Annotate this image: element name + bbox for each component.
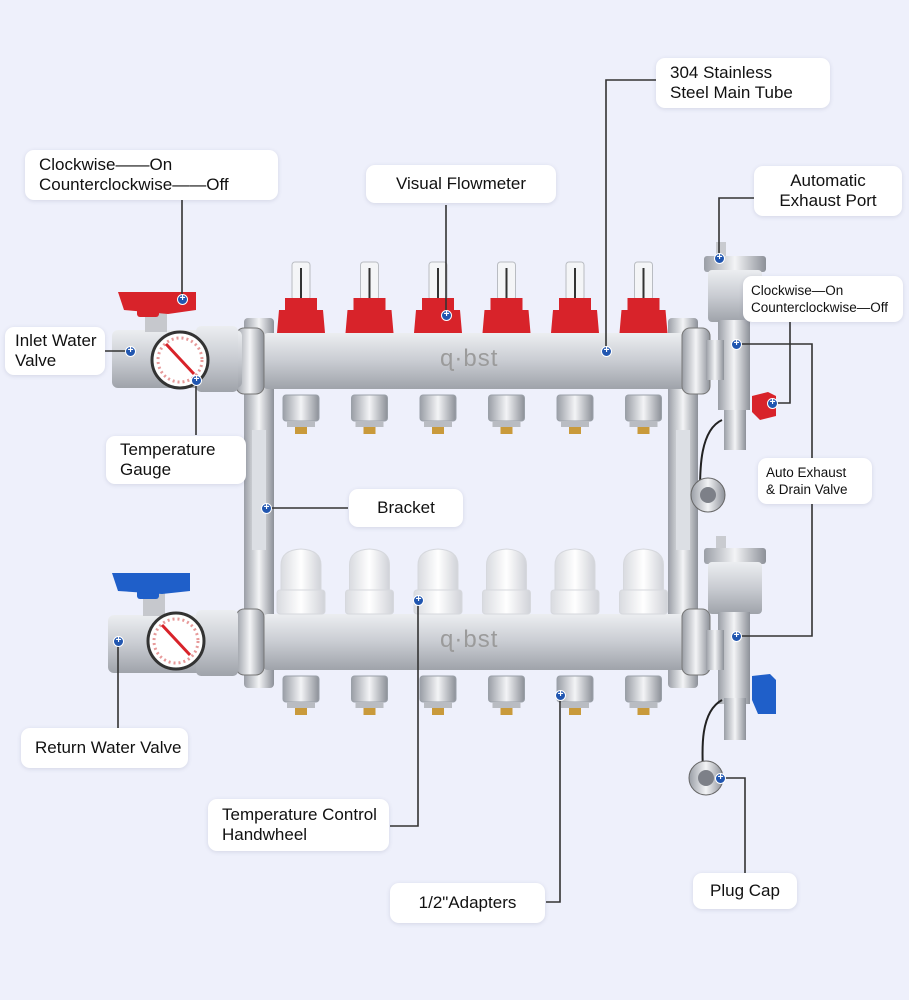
adapter-supply	[351, 394, 388, 434]
marker-icon-inlet-handle[interactable]: +	[177, 294, 188, 305]
marker-icon-flowmeter[interactable]: +	[441, 310, 452, 321]
label-adapters: 1/2"Adapters	[390, 883, 545, 923]
marker-icon-exhaust-port[interactable]: +	[714, 253, 725, 264]
brand-logo-return: ɋ·bst	[440, 626, 499, 653]
marker-icon-plug-cap[interactable]: +	[715, 773, 726, 784]
supply-main-tube	[262, 333, 692, 389]
bracket-left	[244, 318, 274, 688]
label-valve-rotation-right: Clockwise—On Counterclockwise—Off	[743, 276, 903, 322]
label-bracket: Bracket	[349, 489, 463, 527]
marker-icon-temperature-gauge[interactable]: +	[191, 375, 202, 386]
flowmeter	[619, 261, 668, 333]
marker-icon-handwheel[interactable]: +	[413, 595, 424, 606]
adapter-supply	[419, 394, 457, 434]
flowmeter	[414, 261, 462, 333]
label-line: Temperature	[120, 440, 216, 459]
adapter-return	[625, 675, 662, 715]
label-line: Steel Main Tube	[670, 83, 793, 102]
bracket-right	[668, 318, 698, 688]
marker-icon-bracket[interactable]: +	[261, 503, 272, 514]
label-line: Return Water Valve	[35, 738, 182, 757]
tube-clamps	[235, 327, 711, 676]
adapter-return	[282, 675, 320, 715]
label-main-tube: 304 Stainless Steel Main Tube	[656, 58, 830, 108]
return-main-tube	[262, 614, 692, 670]
marker-icon-exhaust-drain-top[interactable]: +	[731, 339, 742, 350]
label-auto-exhaust-drain: Auto Exhaust & Drain Valve	[758, 458, 872, 504]
label-line: Auto Exhaust	[766, 465, 847, 480]
adapter-return	[351, 675, 388, 715]
handwheel	[619, 548, 668, 615]
label-line: Visual Flowmeter	[395, 174, 527, 193]
label-line: Valve	[15, 351, 57, 370]
label-line: & Drain Valve	[766, 482, 848, 497]
adapter-supply	[282, 394, 320, 434]
label-line: Exhaust Port	[779, 191, 877, 210]
label-line: Temperature Control	[222, 805, 377, 824]
label-visual-flowmeter: Visual Flowmeter	[366, 165, 556, 203]
handwheel	[276, 548, 326, 615]
label-line: Counterclockwise——Off	[39, 175, 229, 194]
adapter-return	[488, 675, 525, 715]
marker-icon-exhaust-drain-bottom[interactable]: +	[731, 631, 742, 642]
label-line: Gauge	[120, 460, 172, 479]
marker-icon-drain-handle[interactable]: +	[767, 398, 778, 409]
label-temperature-gauge: Temperature Gauge	[106, 436, 246, 484]
label-line: Clockwise—On	[751, 283, 844, 298]
label-inlet-valve: Inlet Water Valve	[5, 327, 105, 375]
marker-icon-adapter[interactable]: +	[555, 690, 566, 701]
flowmeters	[277, 261, 668, 333]
handwheel	[413, 548, 463, 615]
adapter-supply	[625, 394, 662, 434]
label-line: Handwheel	[222, 825, 308, 844]
adapter-supply	[556, 394, 594, 434]
label-line: Counterclockwise—Off	[751, 300, 889, 315]
leader-lines	[104, 79, 813, 903]
marker-icon-return-valve[interactable]: +	[113, 636, 124, 647]
brand-logo-supply: ɋ·bst	[440, 345, 499, 372]
handwheels	[276, 548, 668, 615]
adapter-return	[419, 675, 457, 715]
adapter-return	[556, 675, 594, 715]
handwheel	[550, 548, 600, 615]
label-plug-cap: Plug Cap	[693, 873, 797, 909]
label-line: Inlet Water	[15, 331, 97, 350]
label-line: Bracket	[377, 498, 435, 517]
label-line: 304 Stainless	[670, 63, 773, 82]
marker-icon-main-tube[interactable]: +	[601, 346, 612, 357]
label-exhaust-port: Automatic Exhaust Port	[754, 166, 902, 216]
label-line: Plug Cap	[710, 881, 780, 900]
exhaust-drain-assembly-bottom	[688, 536, 776, 796]
marker-icon-inlet-valve[interactable]: +	[125, 346, 136, 357]
flowmeter	[277, 261, 325, 333]
flowmeter	[482, 261, 531, 333]
adapter-supply	[488, 394, 525, 434]
handwheel	[345, 548, 394, 615]
label-temperature-handwheel: Temperature Control Handwheel	[208, 799, 389, 851]
handwheel	[482, 548, 531, 615]
label-line: 1/2"Adapters	[418, 893, 517, 912]
label-return-valve: Return Water Valve	[21, 728, 188, 768]
flowmeter	[551, 261, 599, 333]
inlet-water-valve	[112, 292, 242, 392]
return-water-valve	[108, 573, 238, 676]
label-valve-rotation-left: Clockwise——On Counterclockwise——Off	[25, 150, 278, 200]
adapters	[282, 394, 662, 715]
flowmeter	[345, 261, 394, 333]
label-line: Automatic	[790, 171, 866, 190]
label-line: Clockwise——On	[39, 155, 173, 174]
